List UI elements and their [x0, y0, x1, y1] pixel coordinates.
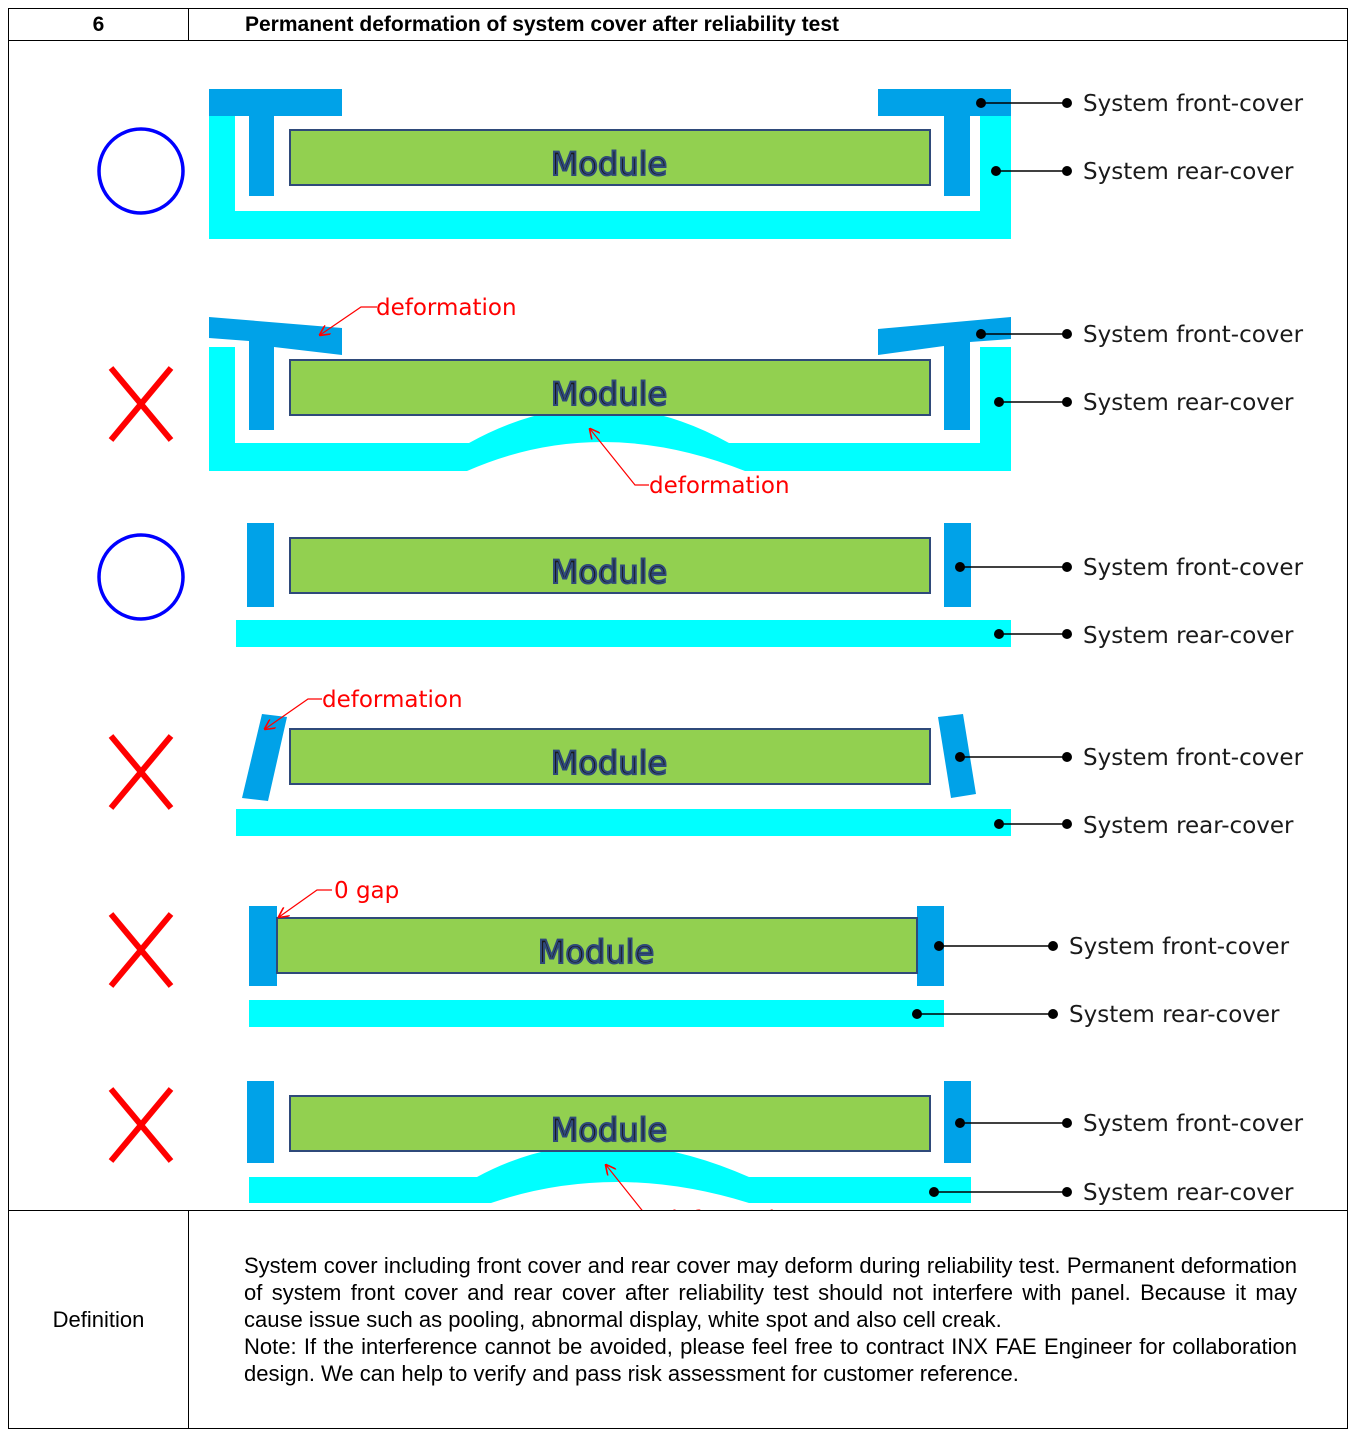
front-cover [209, 317, 342, 430]
front-cover [242, 714, 287, 801]
row-2: Module deformation deformation System fr… [108, 295, 1304, 499]
rear-cover [249, 1000, 944, 1027]
rear-cover-label: System rear-cover [1083, 623, 1294, 649]
ok-mark-icon [97, 127, 185, 215]
front-cover [878, 89, 1011, 196]
table-header-row: 6 Permanent deformation of system cover … [8, 8, 1348, 41]
front-cover [209, 89, 342, 196]
front-cover-label: System front-cover [1083, 91, 1304, 117]
module [276, 917, 918, 974]
deformation-diagram: Module System front-cover System rear-co… [97, 89, 1304, 1210]
row-6: Module deformation System front-cover Sy… [108, 1081, 1304, 1210]
module [289, 537, 931, 594]
deformation-label: deformation [376, 295, 517, 321]
module [289, 728, 931, 785]
row-4: Module deformation System front-cover Sy… [108, 687, 1304, 839]
module [289, 1095, 931, 1152]
ng-mark-icon [108, 366, 174, 442]
spec-table: 6 Permanent deformation of system cover … [8, 8, 1348, 1429]
module-label: Module [551, 553, 667, 591]
rear-cover-label: System rear-cover [1083, 1180, 1294, 1206]
rear-cover [249, 1144, 971, 1203]
diagram-cell: Module System front-cover System rear-co… [8, 40, 1348, 1211]
rear-cover [236, 620, 1011, 647]
gap-label: 0 gap [334, 878, 399, 904]
deformation-label: deformation [322, 687, 463, 713]
rear-cover-label: System rear-cover [1069, 1002, 1280, 1028]
front-cover-label: System front-cover [1083, 555, 1304, 581]
ok-mark-icon [97, 533, 185, 621]
ng-mark-icon [108, 1087, 174, 1163]
rear-cover [236, 809, 1011, 836]
module-label: Module [551, 145, 667, 183]
row-3: Module System front-cover System rear-co… [97, 523, 1304, 649]
deformation-label: deformation [649, 473, 790, 499]
page-header-fragment [0, 0, 220, 8]
module-label: Module [551, 744, 667, 782]
ng-mark-icon [108, 734, 174, 810]
front-cover [249, 906, 277, 986]
module [289, 129, 931, 186]
front-cover [247, 1081, 274, 1163]
rear-cover-label: System rear-cover [1083, 159, 1294, 185]
deformation-label: deformation [663, 1207, 804, 1210]
row-1: Module System front-cover System rear-co… [97, 89, 1304, 239]
front-cover-label: System front-cover [1083, 745, 1304, 771]
ng-mark-icon [108, 912, 174, 988]
definition-note: Note: If the interference cannot be avoi… [244, 1334, 1297, 1386]
row-5: Module 0 gap System front-cover System r… [108, 878, 1290, 1028]
module-label: Module [538, 933, 654, 971]
item-title: Permanent deformation of system cover af… [188, 8, 1348, 41]
diagram-row: Module System front-cover System rear-co… [8, 40, 1348, 1211]
rear-cover-label: System rear-cover [1083, 390, 1294, 416]
rear-cover-label: System rear-cover [1083, 813, 1294, 839]
definition-paragraph: System cover including front cover and r… [244, 1253, 1297, 1332]
module-label: Module [551, 1111, 667, 1149]
definition-row: Definition System cover including front … [8, 1210, 1348, 1429]
definition-text: System cover including front cover and r… [188, 1210, 1348, 1429]
front-cover [878, 317, 1011, 430]
module [289, 359, 931, 416]
item-number: 6 [8, 8, 189, 41]
definition-label: Definition [8, 1210, 189, 1429]
rear-cover [209, 89, 1011, 239]
front-cover-label: System front-cover [1069, 934, 1290, 960]
front-cover-label: System front-cover [1083, 322, 1304, 348]
front-cover-label: System front-cover [1083, 1111, 1304, 1137]
module-label: Module [551, 375, 667, 413]
front-cover [247, 523, 274, 607]
